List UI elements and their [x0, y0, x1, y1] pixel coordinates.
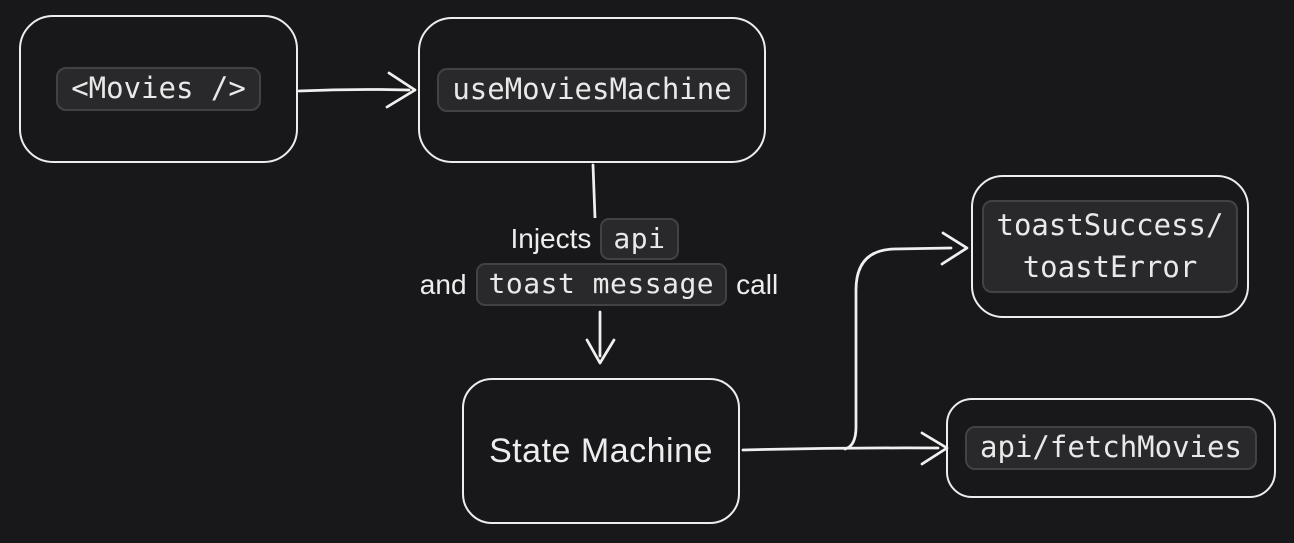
edge-label-line2: and toast message call: [419, 263, 779, 306]
node-toast-success-error: toastSuccess/ toastError: [971, 175, 1249, 318]
arrowhead-right-icon: [940, 231, 969, 266]
arrowhead-down-icon: [585, 338, 616, 365]
arrow-statemachine-to-toast: [843, 231, 969, 451]
node-movies: <Movies />: [19, 15, 298, 163]
arrow-shaft: [297, 88, 411, 93]
toast-code-line1: toastSuccess/: [996, 208, 1224, 243]
node-use-movies-machine: useMoviesMachine: [418, 17, 766, 163]
edge-label-code-api: api: [600, 218, 679, 261]
movies-code-pill: <Movies />: [56, 67, 261, 111]
toast-code-pill: toastSuccess/ toastError: [981, 200, 1239, 293]
edge-label-text-call: call: [736, 268, 779, 300]
use-movies-machine-code-pill: useMoviesMachine: [437, 68, 747, 112]
arrow-shaft: [741, 446, 940, 452]
arrow-shaft-upper: [591, 163, 597, 220]
state-machine-label: State Machine: [489, 431, 713, 470]
arrow-usemoviesmachine-to-statemachine: [585, 163, 616, 365]
edge-label-text-and: and: [419, 268, 467, 300]
api-fetch-movies-code-pill: api/fetchMovies: [965, 426, 1257, 470]
node-api-fetch-movies: api/fetchMovies: [946, 398, 1276, 498]
node-state-machine: State Machine: [462, 378, 740, 524]
toast-code-line2: toastError: [1022, 249, 1198, 284]
arrow-movies-to-usemoviesmachine: [297, 71, 417, 109]
edge-label-text-injects: Injects: [510, 223, 592, 255]
edge-label-code-toast-message: toast message: [475, 263, 728, 306]
edge-label-injects: Injects api and toast message call: [385, 218, 813, 306]
edge-label-line1: Injects api: [510, 218, 687, 261]
arrow-shaft: [843, 246, 953, 451]
arrowhead-right-icon: [385, 71, 417, 109]
